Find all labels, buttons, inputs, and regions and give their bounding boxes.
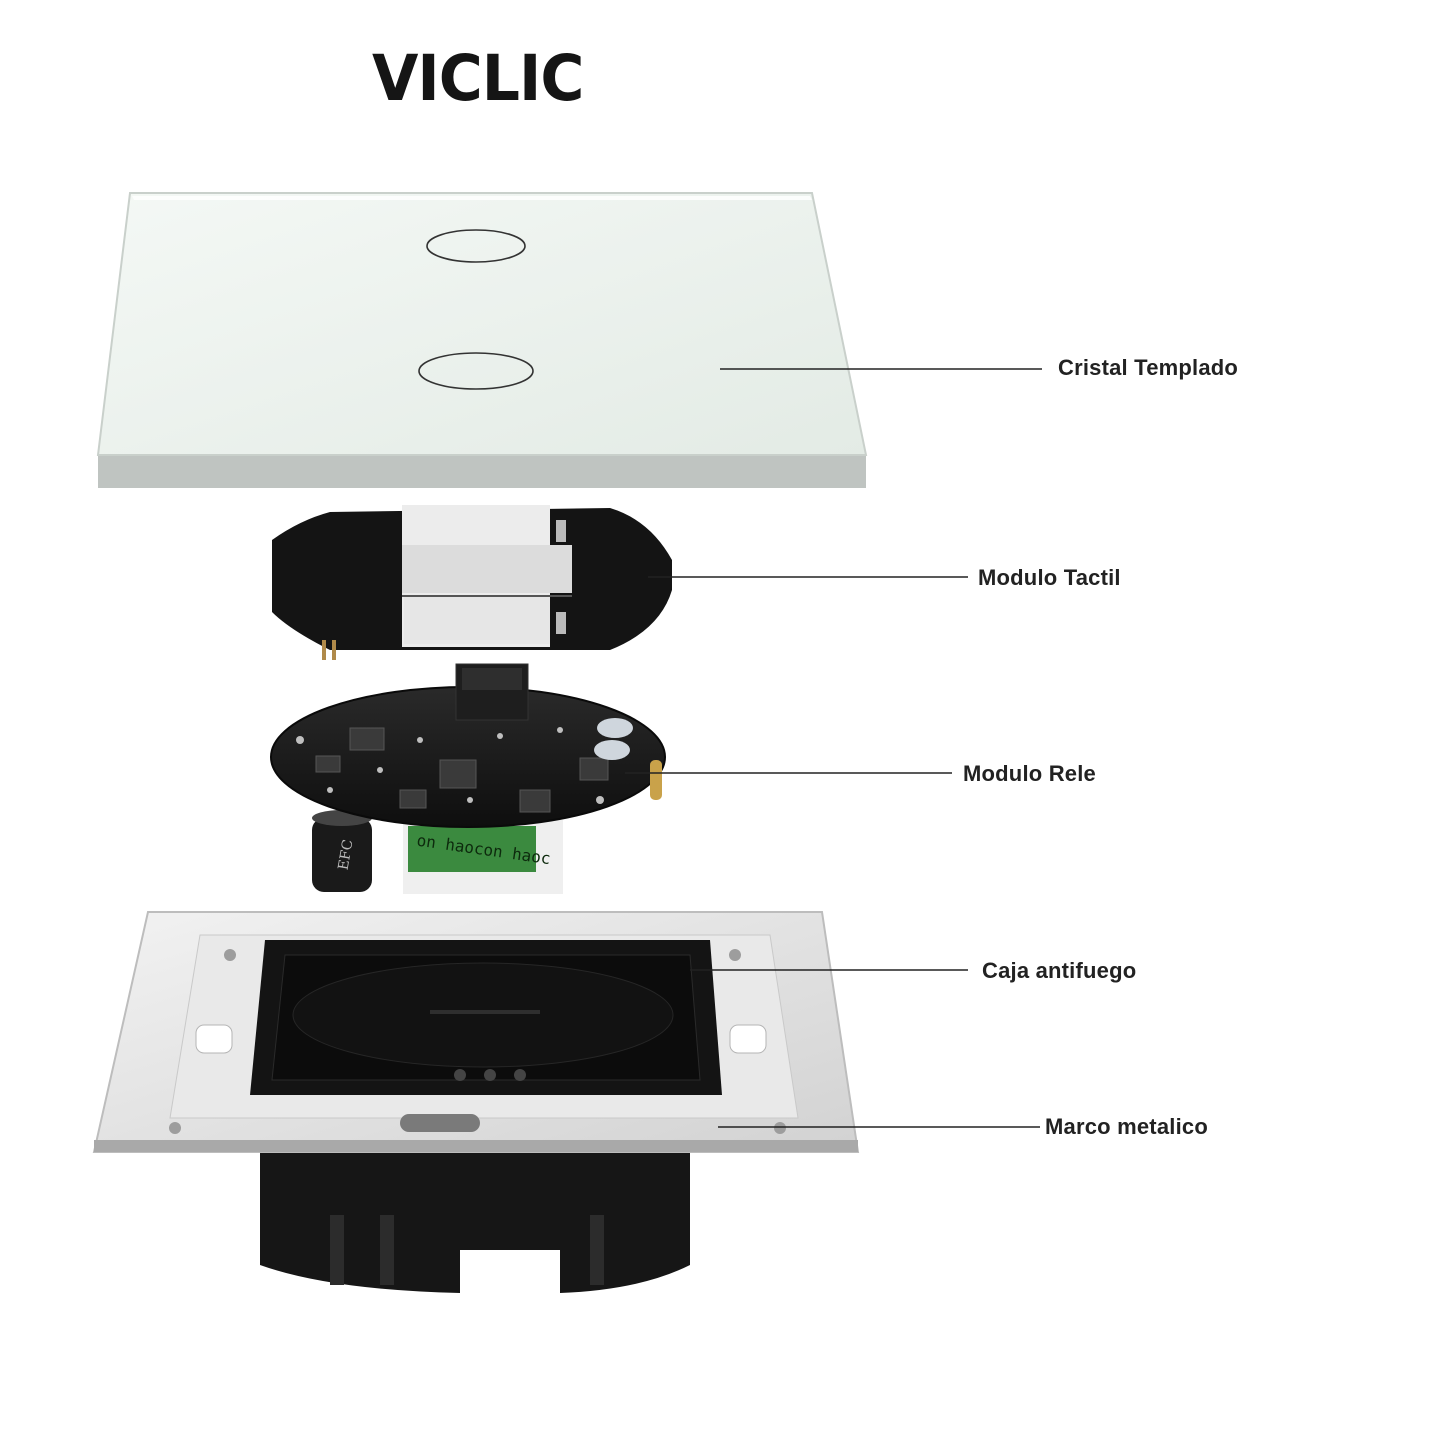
label-cristal-templado: Cristal Templado <box>1058 355 1239 380</box>
brand-logo: VICLIC <box>372 42 584 116</box>
label-caja-antifuego: Caja antifuego <box>982 958 1137 983</box>
relay-module: on haocon haoc EFC <box>270 663 666 894</box>
touch-button-bottom-icon <box>418 352 534 390</box>
label-modulo-tactil: Modulo Tactil <box>978 565 1121 590</box>
leader-lines <box>625 368 1042 1128</box>
capacitor-text: EFC <box>336 838 357 871</box>
mount-assembly <box>92 911 860 1293</box>
label-modulo-rele: Modulo Rele <box>963 761 1096 786</box>
touch-button-top-icon <box>426 229 526 263</box>
touch-module <box>272 505 672 660</box>
label-marco-metalico: Marco metalico <box>1045 1114 1208 1139</box>
glass-panel <box>96 192 868 488</box>
